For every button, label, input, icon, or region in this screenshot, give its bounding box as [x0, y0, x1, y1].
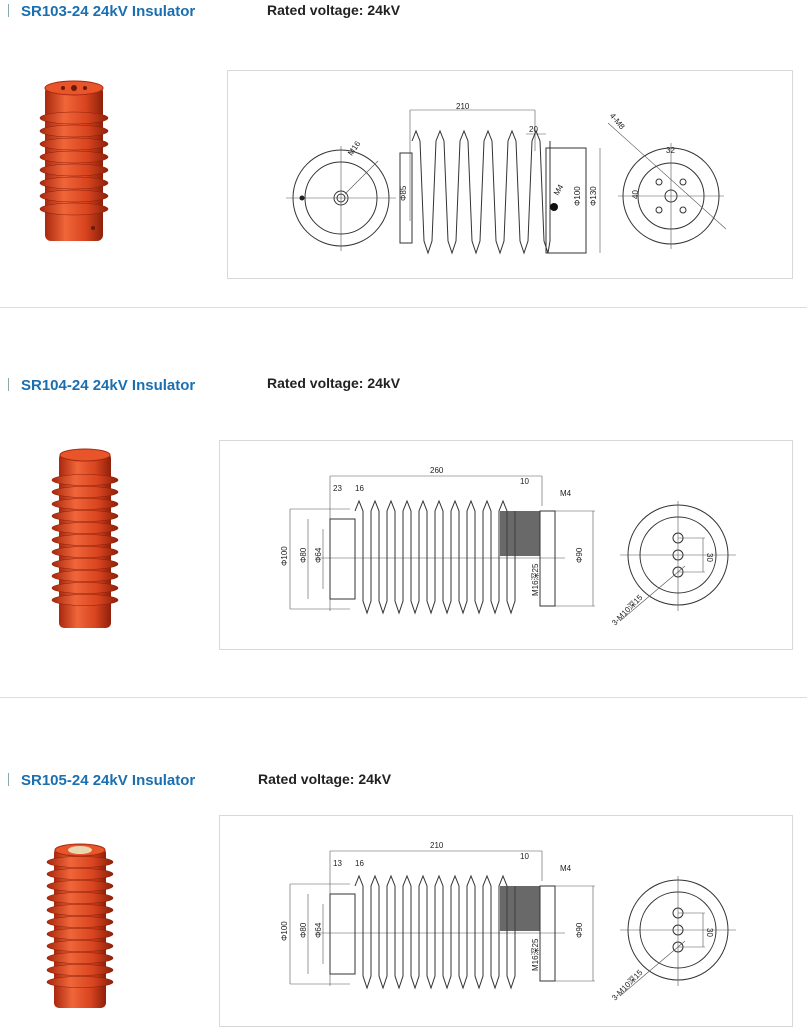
dim-label: Φ64	[314, 922, 323, 938]
dim-label: Φ100	[280, 921, 289, 941]
dim-label: 16	[355, 484, 364, 493]
dim-label: 13	[333, 859, 342, 868]
dim-label: 210	[456, 102, 470, 111]
dim-label: Φ80	[299, 547, 308, 563]
dim-label: 30	[705, 928, 714, 937]
dim-label: 260	[430, 466, 444, 475]
dim-label: Φ80	[299, 922, 308, 938]
dim-label: M16	[346, 139, 363, 157]
dim-label: 16	[355, 859, 364, 868]
title-marker	[8, 773, 9, 786]
insulator-photo	[39, 80, 109, 241]
dim-label: M4	[552, 182, 566, 197]
insulator-photo	[40, 840, 120, 1025]
dim-label: 10	[520, 477, 529, 486]
rated-voltage: Rated voltage: 24kV	[258, 771, 392, 787]
dim-label: M16深25	[531, 938, 540, 971]
rated-voltage: Rated voltage: 24kV	[267, 2, 401, 18]
dim-label: Φ130	[589, 186, 598, 206]
dim-label: 210	[430, 841, 444, 850]
insulator-photo	[45, 445, 125, 645]
dim-label: 30	[705, 553, 714, 562]
product-title: SR104-24 24kV Insulator	[8, 377, 195, 394]
dim-label: 40	[631, 190, 640, 199]
dim-label: 10	[520, 852, 529, 861]
dim-label: Φ90	[575, 547, 584, 563]
section-divider	[0, 307, 807, 308]
technical-drawing: 210 13 16 10 M4 Φ100 Φ80 Φ64 M16深25 Φ90 …	[219, 815, 793, 1027]
dim-label: Φ90	[575, 922, 584, 938]
dim-label: 3-M10深15	[610, 593, 645, 628]
technical-drawing: M16 210 20 M4 Φ85 Φ100 Φ130 4-M8 32 40	[227, 70, 793, 279]
product-title: SR103-24 24kV Insulator	[8, 3, 195, 20]
product-title: SR105-24 24kV Insulator	[8, 772, 195, 789]
product-title-text: SR103-24 24kV Insulator	[21, 3, 196, 20]
dim-label: Φ100	[573, 186, 582, 206]
dim-label: M4	[560, 489, 572, 498]
rated-voltage: Rated voltage: 24kV	[267, 375, 401, 391]
title-marker	[8, 4, 9, 17]
dim-label: 23	[333, 484, 342, 493]
section-divider	[0, 697, 807, 698]
dim-label: Φ100	[280, 546, 289, 566]
dim-label: M4	[560, 864, 572, 873]
technical-drawing: 260 23 16 10 M4 Φ100 Φ80 Φ64 M16深25 Φ90 …	[219, 440, 793, 650]
product-title-text: SR104-24 24kV Insulator	[21, 377, 196, 394]
product-title-text: SR105-24 24kV Insulator	[21, 772, 196, 789]
dim-label: 32	[666, 146, 675, 155]
dim-label: Φ85	[399, 185, 408, 201]
dim-label: 4-M8	[608, 111, 627, 131]
dim-label: M16深25	[531, 563, 540, 596]
title-marker	[8, 378, 9, 391]
dim-label: 3-M10深15	[610, 968, 645, 1003]
dim-label: 20	[529, 125, 538, 134]
dim-label: Φ64	[314, 547, 323, 563]
